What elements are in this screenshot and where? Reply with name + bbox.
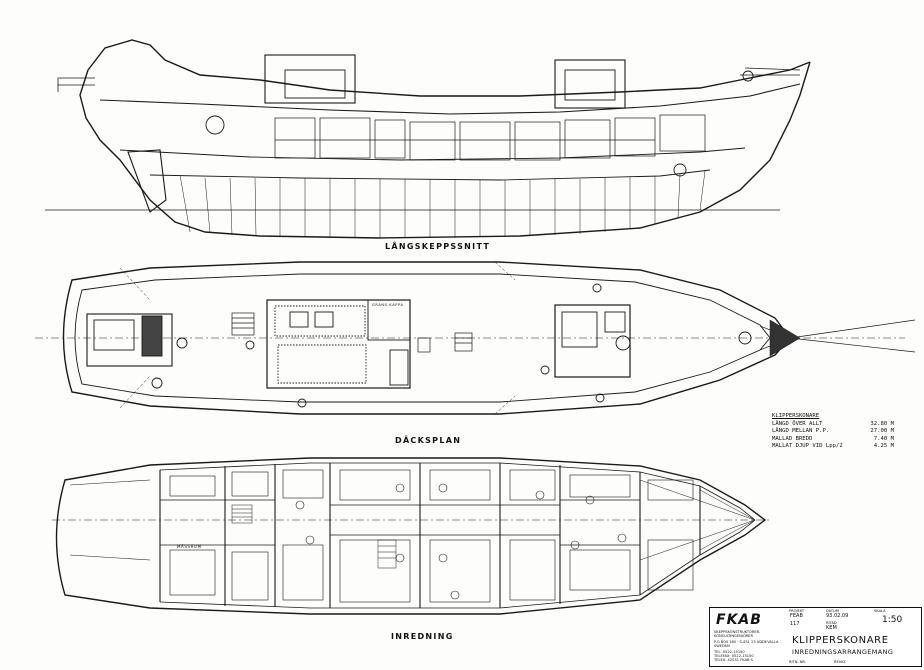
- particulars-heading: KLIPPERSKONARE: [772, 413, 820, 419]
- project-number: 117: [790, 621, 800, 627]
- date-value: 93.02.09: [826, 613, 849, 619]
- particulars-value: 32.80 M: [870, 421, 894, 428]
- project-value: FEAB: [790, 613, 803, 619]
- company-address: P.O.BOX 180 · S-451 23 UDDEVALLA SWEDEN: [714, 640, 779, 649]
- drawn-label: RITAD: [826, 621, 837, 625]
- scale-value: 1:50: [882, 615, 903, 625]
- particulars-row: LÄNGD MELLAN P.P. 27.00 M: [772, 428, 894, 435]
- drawing-title: KLIPPERSKONARE: [792, 635, 889, 646]
- deck-plan-title: DÄCKSPLAN: [395, 436, 462, 445]
- revision-label: REVID.: [834, 660, 847, 664]
- particulars-value: 7.40 M: [873, 435, 894, 442]
- particulars-row: MALLAD BREDD 7.40 M: [772, 436, 894, 443]
- particulars-label: MALLAD BREDD: [772, 435, 813, 442]
- particulars-label: LÄNGD ÖVER ALLT: [772, 421, 823, 428]
- company-contact-tel: TEL: 0522-15150: [714, 650, 745, 654]
- deck-plan-view: [35, 261, 916, 415]
- particulars-label: LÄNGD MELLAN P.P.: [772, 428, 830, 435]
- interior-plan-view: [52, 457, 770, 615]
- scale-label: SKALA: [874, 609, 886, 613]
- project-label: PROJEKT: [789, 609, 805, 613]
- company-contact-fax: TELEFAX: 0522-15150: [714, 654, 754, 658]
- particulars-row: MALLAT DJUP VID Lpp/2 4.25 M: [772, 443, 894, 450]
- profile-view: [45, 39, 811, 239]
- skylight-label: GRANS KAPPA: [372, 303, 404, 307]
- interior-plan-title: INREDNING: [391, 632, 454, 641]
- profile-view-title: LÅNGSKEPPSSNITT: [385, 242, 491, 251]
- principal-particulars: KLIPPERSKONARE LÄNGD ÖVER ALLT 32.80 M LÄ…: [772, 413, 894, 450]
- drawing-number-label: RITN. NR.: [789, 660, 806, 664]
- particulars-value: 27.00 M: [870, 428, 894, 435]
- company-contact-telex: TELEX: 42031 FKAB S: [714, 658, 753, 662]
- drawing-subtitle: INREDNINGSARRANGEMANG: [792, 648, 894, 656]
- particulars-value: 4.25 M: [873, 442, 894, 449]
- drawn-value: KEM: [826, 625, 837, 631]
- company-name: SKEPPSKONSTRUKTÖRER-KONSULTINGENJÖRER: [714, 630, 761, 639]
- title-block: FKAB SKEPPSKONSTRUKTÖRER-KONSULTINGENJÖR…: [709, 607, 922, 667]
- date-label: DATUM: [826, 609, 839, 613]
- mess-room-label: MÄSSRUM: [177, 544, 202, 549]
- particulars-row: LÄNGD ÖVER ALLT 32.80 M: [772, 421, 894, 428]
- company-logo: FKAB: [716, 612, 762, 628]
- particulars-label: MALLAT DJUP VID Lpp/2: [772, 442, 843, 449]
